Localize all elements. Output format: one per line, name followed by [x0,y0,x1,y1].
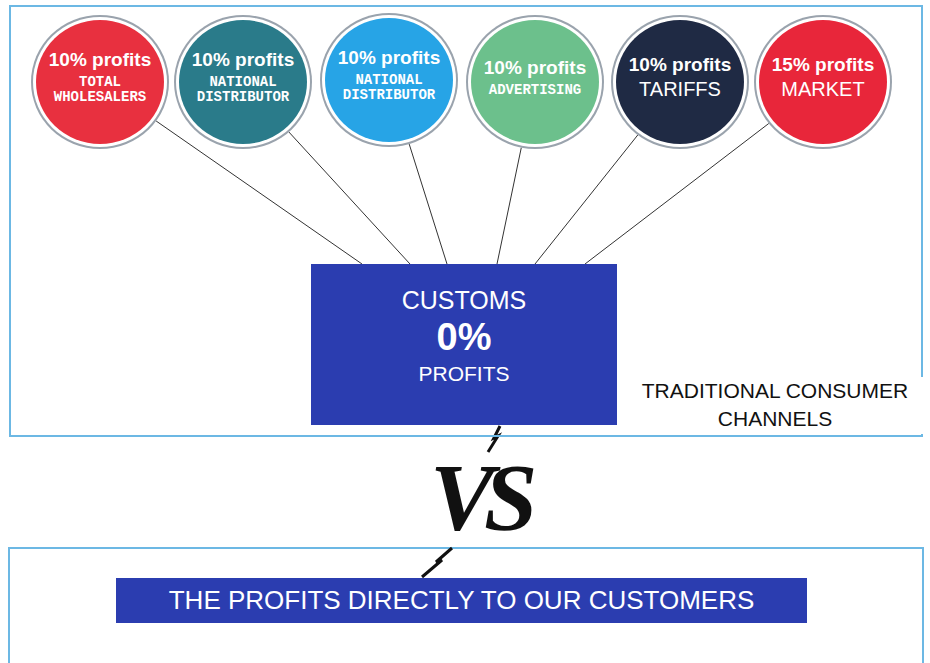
brush-stroke [488,426,500,452]
customs-text: CUSTOMS [402,285,527,315]
bottom-panel [9,548,923,663]
profit-percent: 10% profits [338,47,440,69]
band-text: THE PROFITS DIRECTLY TO OUR CUSTOMERS [169,585,755,616]
brush-stroke [422,548,452,577]
connector-line [535,135,638,264]
channel-label: TRADITIONAL CONSUMER CHANNELS [627,377,923,434]
channel-name: NATIONAL DISTRIBUTOR [186,75,300,104]
profit-circle: 10% profitsNATIONAL DISTRIBUTOR [325,18,453,142]
profit-circle: 10% profitsNATIONAL DISTRIBUTOR [179,20,307,144]
title-band: THE PROFITS DIRECTLY TO OUR CUSTOMERS [116,578,807,623]
channel-name: TARIFFS [639,79,721,100]
channel-name: TOTAL WHOLESALERS [43,75,157,104]
profit-percent: 10% profits [484,57,586,79]
connector-line [409,144,447,264]
connector-line [156,121,362,264]
customs-box: CUSTOMS0%PROFITS [311,264,617,425]
channel-name: ADVERTISING [489,83,581,98]
profit-percent: 15% profits [772,54,874,76]
customs-text: PROFITS [418,361,509,386]
profit-circle: 15% profitsMARKET [759,20,887,144]
channel-name: NATIONAL DISTRIBUTOR [332,73,446,102]
profit-percent: 10% profits [192,49,294,71]
profit-percent: 0% [437,315,492,361]
channel-name: MARKET [781,79,864,100]
profit-circle: 10% profitsTOTAL WHOLESALERS [36,20,164,144]
profit-percent: 10% profits [629,54,731,76]
connector-line [289,132,410,264]
connector-line [585,123,769,264]
profit-percent: 10% profits [49,49,151,71]
connector-line [497,148,521,264]
versus-label: VS [430,450,527,546]
profit-circle: 10% profitsADVERTISING [471,20,599,144]
channel-panel: TRADITIONAL CONSUMER CHANNELS 10% profits… [9,5,923,437]
profit-circle: 10% profitsTARIFFS [616,20,744,144]
